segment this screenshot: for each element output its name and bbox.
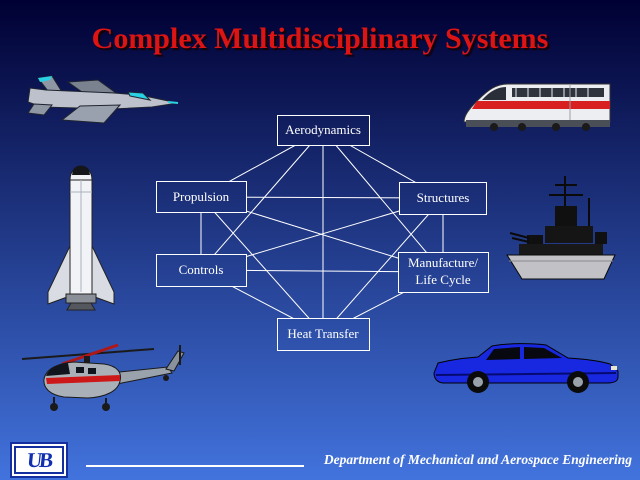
helicopter-image <box>21 343 185 411</box>
diagram-node-aerodynamics: Aerodynamics <box>276 114 370 146</box>
footer-divider <box>86 465 304 467</box>
diagram-node-structures: Structures <box>399 181 487 215</box>
car-image <box>433 343 619 393</box>
battleship-image <box>506 176 616 280</box>
diagram-node-heat-transfer: Heat Transfer <box>276 317 370 351</box>
high-speed-train-image <box>463 83 611 131</box>
diagram-node-propulsion: Propulsion <box>155 181 247 213</box>
footer-department: Department of Mechanical and Aerospace E… <box>323 452 632 467</box>
fighter-jet-image <box>27 75 179 124</box>
space-shuttle-image <box>47 165 115 311</box>
page-title: Complex Multidisciplinary Systems <box>91 22 549 55</box>
diagram-node-manufacture-life-cycle: Manufacture/ Life Cycle <box>397 251 489 293</box>
ub-logo-text: UB <box>26 447 52 472</box>
diagram-node-controls: Controls <box>155 253 247 287</box>
ub-logo: UB <box>10 442 68 478</box>
